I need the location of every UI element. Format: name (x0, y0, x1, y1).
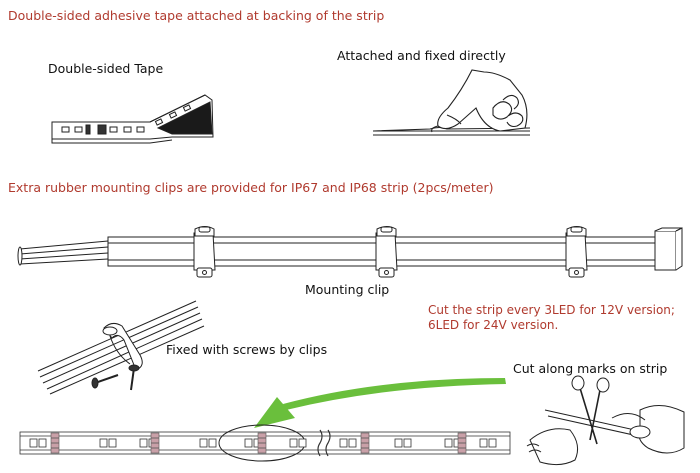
mounting-clip-2 (375, 226, 398, 278)
attached-fixed-label: Attached and fixed directly (337, 48, 506, 63)
led-chip (38, 438, 47, 448)
section1-heading: Double-sided adhesive tape attached at b… (8, 8, 385, 23)
led-chip (339, 438, 348, 448)
clip-screw-illustration (37, 300, 205, 395)
led-chip (394, 438, 403, 448)
fixed-screws-label: Fixed with screws by clips (166, 342, 328, 357)
cut-marks-label: Cut along marks on strip (513, 361, 668, 376)
led-chip (444, 438, 453, 448)
led-chip (479, 438, 488, 448)
led-chip (139, 438, 148, 448)
green-arrow-icon (254, 378, 506, 428)
led-chip (108, 438, 117, 448)
led-chip (289, 438, 298, 448)
mounting-clip-3 (565, 226, 588, 278)
led-chip (208, 438, 217, 448)
section2-heading: Extra rubber mounting clips are provided… (8, 180, 494, 195)
led-chips (29, 432, 497, 454)
screw-icon (91, 374, 119, 389)
mounting-clip-label: Mounting clip (305, 282, 390, 297)
screw-icon (128, 364, 140, 391)
led-chip (298, 438, 307, 448)
mounting-clip-1 (193, 226, 216, 278)
scissors-hand-illustration (526, 375, 685, 466)
strip-with-clips-illustration (17, 226, 683, 278)
led-chip (488, 438, 497, 448)
led-chip (348, 438, 357, 448)
cut-note-line2: 6LED for 24V version. (428, 318, 559, 332)
led-chip (199, 438, 208, 448)
led-chip (403, 438, 412, 448)
led-chip (244, 438, 253, 448)
tape-strip-illustration (51, 94, 214, 144)
led-chip (29, 438, 38, 448)
double-sided-tape-label: Double-sided Tape (48, 61, 164, 76)
led-chip (99, 438, 108, 448)
cut-note-line1: Cut the strip every 3LED for 12V version… (428, 303, 675, 317)
hand-press-illustration (372, 69, 531, 136)
